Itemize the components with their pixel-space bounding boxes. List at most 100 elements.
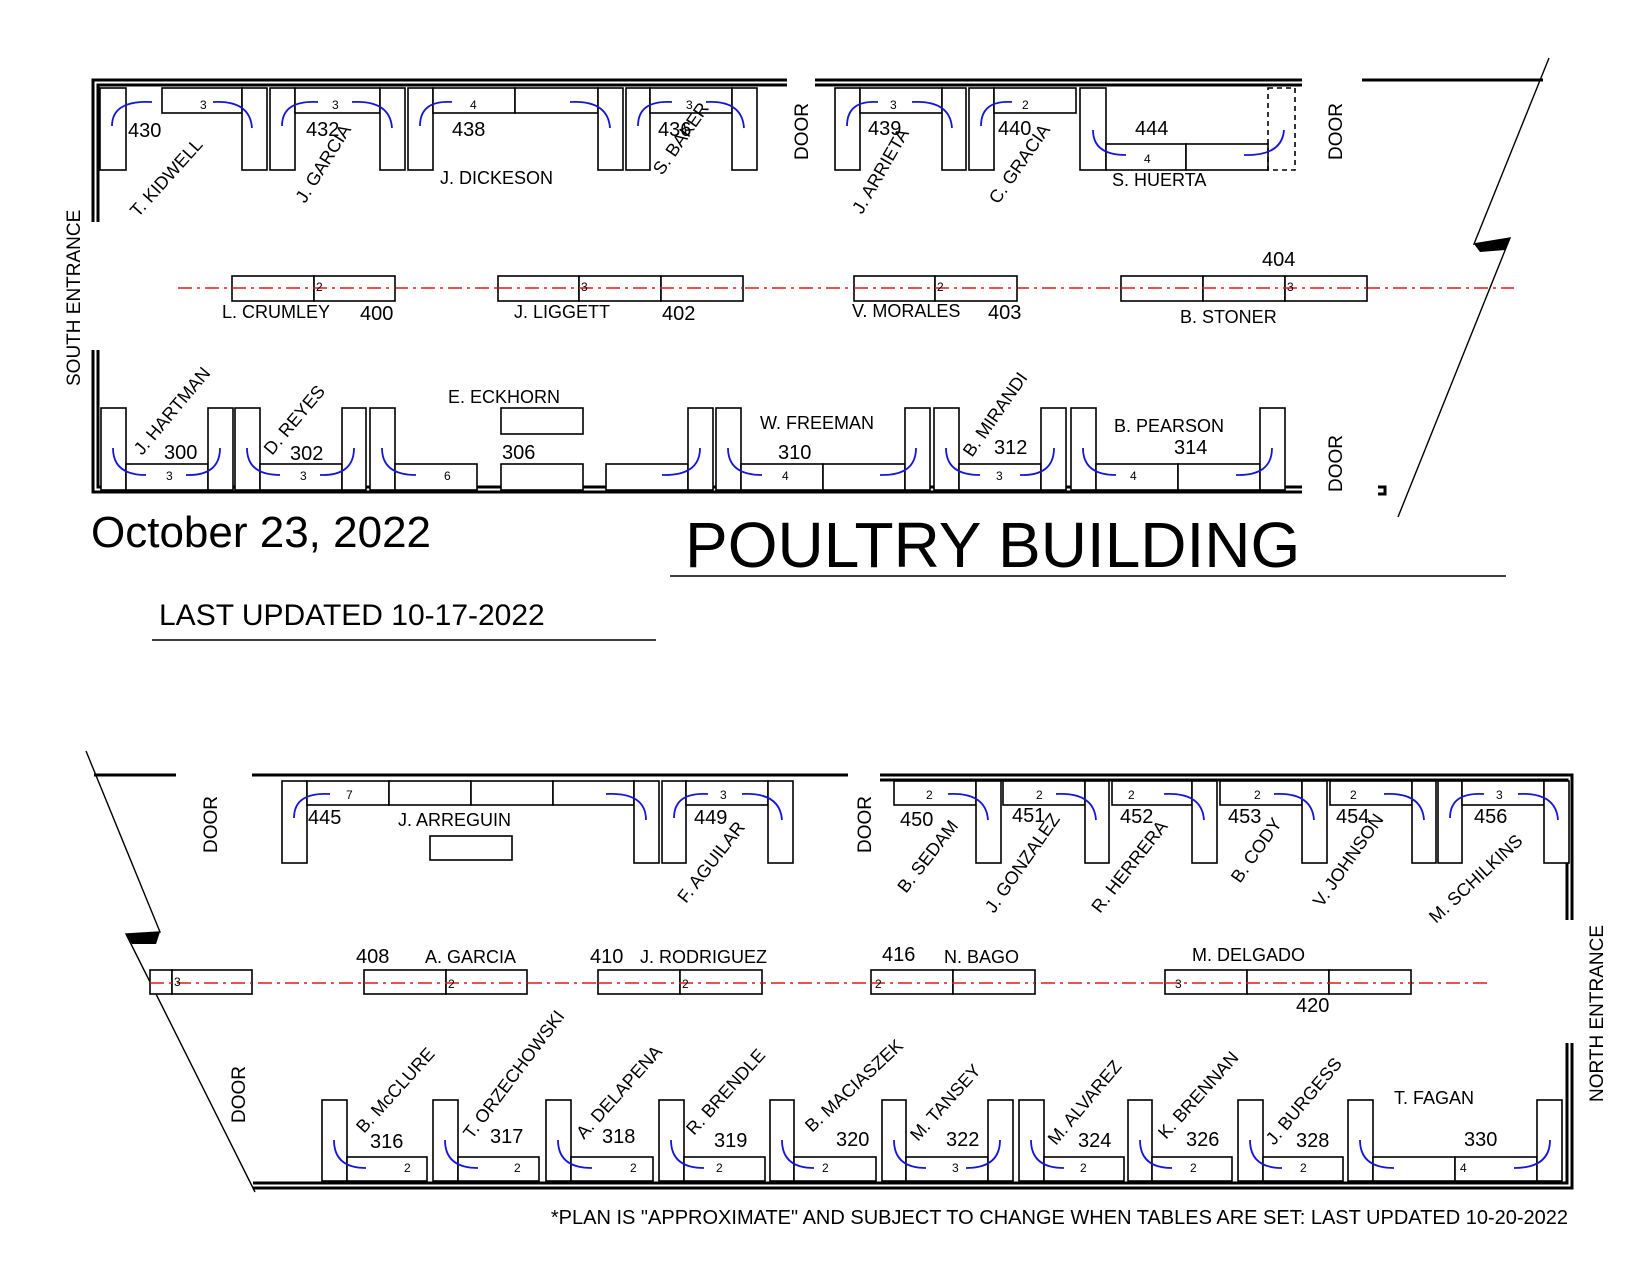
booth-number: 454 bbox=[1336, 806, 1369, 828]
booth-number: 416 bbox=[882, 944, 915, 966]
table-count: 3 bbox=[686, 98, 693, 112]
booth-319[interactable]: 2 319 R. BRENDLE bbox=[658, 1045, 769, 1182]
booth-416[interactable]: 2 416 N. BAGO bbox=[870, 944, 1036, 995]
booth-326[interactable]: 2 326 K. BRENNAN bbox=[1127, 1048, 1243, 1182]
booth-number: 320 bbox=[836, 1129, 869, 1151]
table-count: 2 bbox=[1036, 788, 1043, 802]
booth-453[interactable]: 2 453 B. CODY bbox=[1219, 780, 1328, 886]
booth-316[interactable]: 2 316 B. McCLURE bbox=[321, 1044, 439, 1182]
booth-456[interactable]: 3 456 M. SCHILKINS bbox=[1425, 780, 1570, 927]
booth-number: 312 bbox=[994, 437, 1027, 459]
booth-439[interactable]: 3 439 J. ARRIETA bbox=[834, 87, 967, 217]
booth-410[interactable]: 2 410 J. RODRIGUEZ bbox=[590, 946, 767, 995]
door-label: DOOR bbox=[1326, 103, 1347, 160]
vendor-name: W. FREEMAN bbox=[760, 413, 874, 433]
vendor-name: J. RODRIGUEZ bbox=[640, 947, 767, 967]
booth-number: 436 bbox=[658, 119, 691, 141]
booth-number: 328 bbox=[1296, 1130, 1329, 1152]
booth-number: 316 bbox=[370, 1131, 403, 1153]
booth-322[interactable]: 3 322 M. TANSEY bbox=[881, 1060, 1014, 1182]
booth-number: 440 bbox=[998, 118, 1031, 140]
booth-number: 453 bbox=[1228, 806, 1261, 828]
vendor-name: M. DELGADO bbox=[1192, 945, 1305, 965]
booth-440[interactable]: 2 440 C. GRACIA bbox=[968, 87, 1077, 207]
table-count: 2 bbox=[514, 1161, 521, 1175]
booth-312[interactable]: 3 312 B. MIRANDI bbox=[933, 369, 1067, 491]
booth-444[interactable]: 4 444 S. HUERTA bbox=[1079, 87, 1296, 190]
booth-stub[interactable]: 3 bbox=[149, 969, 253, 995]
vendor-name: J. ARREGUIN bbox=[398, 810, 511, 830]
booth-number: 439 bbox=[868, 118, 901, 140]
door-label: DOOR bbox=[855, 796, 876, 853]
booth-408[interactable]: 2 408 A. GARCIA bbox=[356, 946, 528, 995]
booth-318[interactable]: 2 318 A. DELAPENA bbox=[545, 1042, 666, 1182]
vendor-name: A. GARCIA bbox=[425, 947, 516, 967]
booth-454[interactable]: 2 454 V. JOHNSON bbox=[1309, 780, 1437, 910]
table-count: 6 bbox=[444, 469, 451, 483]
booth-number: 456 bbox=[1474, 806, 1507, 828]
booth-number: 317 bbox=[490, 1126, 523, 1148]
booth-number: 330 bbox=[1464, 1129, 1497, 1151]
booth-449[interactable]: 3 449 F. AGUILAR bbox=[661, 780, 794, 906]
booth-450[interactable]: 2 450 B. SEDAM bbox=[893, 780, 1002, 896]
booth-324[interactable]: 2 324 M. ALVAREZ bbox=[1018, 1057, 1126, 1182]
booth-number: 410 bbox=[590, 946, 623, 968]
table-count: 2 bbox=[630, 1161, 637, 1175]
vendor-name: N. BAGO bbox=[944, 947, 1019, 967]
booth-number: 449 bbox=[694, 807, 727, 829]
booth-445[interactable]: 7 445 J. ARREGUIN bbox=[281, 780, 660, 864]
table-count: 4 bbox=[1144, 152, 1151, 166]
booth-400[interactable]: 2 L. CRUMLEY 400 bbox=[222, 275, 396, 325]
table-count: 2 bbox=[937, 280, 944, 294]
table-count: 2 bbox=[822, 1161, 829, 1175]
table-count: 2 bbox=[404, 1161, 411, 1175]
booth-432[interactable]: 3 432 J. GARCIA bbox=[269, 87, 406, 206]
vendor-name: E. ECKHORN bbox=[448, 387, 560, 407]
vendor-name: S. HUERTA bbox=[1112, 170, 1206, 190]
booth-306[interactable]: 6 306 E. ECKHORN bbox=[369, 387, 714, 491]
last-updated: LAST UPDATED 10-17-2022 bbox=[159, 599, 545, 632]
vendor-name: L. CRUMLEY bbox=[222, 302, 330, 322]
table-count: 2 bbox=[1022, 98, 1029, 112]
table-count: 3 bbox=[996, 469, 1003, 483]
booth-number: 403 bbox=[988, 302, 1021, 324]
door-label: DOOR bbox=[792, 103, 813, 160]
table-count: 4 bbox=[782, 469, 789, 483]
table-count: 2 bbox=[1350, 788, 1357, 802]
booth-302[interactable]: 3 302 D. REYES bbox=[234, 381, 367, 491]
booth-438[interactable]: 4 438 J. DICKESON bbox=[407, 87, 624, 188]
booth-328[interactable]: 2 328 J. BURGESS bbox=[1237, 1054, 1346, 1182]
booth-number: 318 bbox=[602, 1126, 635, 1148]
building-title: POULTRY BUILDING bbox=[685, 509, 1300, 581]
booth-number: 438 bbox=[452, 119, 485, 141]
table-count: 2 bbox=[448, 977, 455, 991]
booth-number: 314 bbox=[1174, 437, 1207, 459]
table-count: 2 bbox=[1080, 1161, 1087, 1175]
booth-number: 326 bbox=[1186, 1129, 1219, 1151]
booth-300[interactable]: 3 300 J. HARTMAN bbox=[100, 363, 234, 491]
booth-330[interactable]: 4 T. FAGAN 330 bbox=[1347, 1088, 1563, 1182]
table-count: 3 bbox=[581, 280, 588, 294]
table-count: 3 bbox=[174, 975, 181, 989]
table-count: 3 bbox=[720, 788, 727, 802]
booth-402[interactable]: 3 J. LIGGETT 402 bbox=[497, 275, 744, 325]
booth-403[interactable]: 2 V. MORALES 403 bbox=[852, 275, 1021, 324]
booth-310[interactable]: 4 310 W. FREEMAN bbox=[715, 407, 931, 491]
booth-number: 319 bbox=[714, 1130, 747, 1152]
booth-number: 430 bbox=[128, 120, 161, 142]
booth-420[interactable]: 3 M. DELGADO 420 bbox=[1164, 945, 1412, 1017]
door-label: DOOR bbox=[1326, 435, 1347, 492]
table-count: 3 bbox=[952, 1161, 959, 1175]
booth-314[interactable]: 4 B. PEARSON 314 bbox=[1070, 407, 1286, 491]
table-count: 2 bbox=[316, 280, 323, 294]
table-count: 3 bbox=[890, 98, 897, 112]
booth-404[interactable]: 3 404 B. STONER bbox=[1120, 249, 1368, 327]
bottom-walls bbox=[85, 750, 1574, 1193]
booth-number: 445 bbox=[308, 807, 341, 829]
table-count: 2 bbox=[1128, 788, 1135, 802]
north-entrance-label: NORTH ENTRANCE bbox=[1587, 925, 1608, 1102]
footer-note: *PLAN IS "APPROXIMATE" AND SUBJECT TO CH… bbox=[551, 1207, 1568, 1229]
booth-430[interactable]: 3 430 T. KIDWELL bbox=[99, 87, 268, 221]
table-count: 2 bbox=[716, 1161, 723, 1175]
booth-436[interactable]: 3 436 S. BAKER bbox=[625, 87, 758, 178]
